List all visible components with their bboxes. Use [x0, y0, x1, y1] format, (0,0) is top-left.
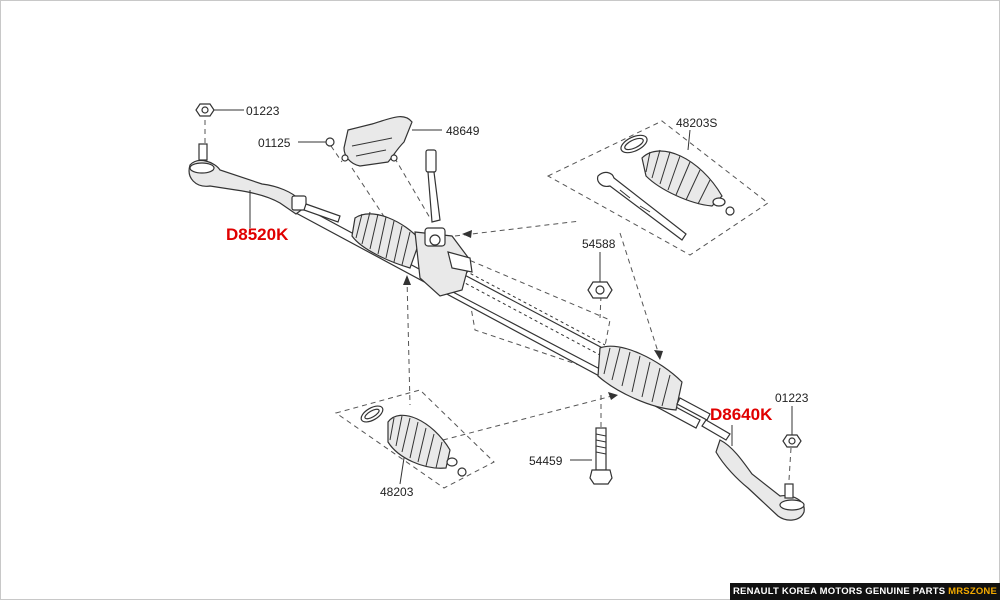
- leader-lines: [214, 109, 793, 485]
- tie-rod-end-right: [701, 419, 805, 521]
- label-screw-small: 01125: [258, 136, 291, 150]
- label-bolt-center: 54459: [529, 454, 563, 468]
- rack-gear-housing: [414, 227, 473, 297]
- label-boot-kit-left: 48203: [380, 485, 414, 499]
- tie-rod-end-left: [188, 143, 341, 223]
- rack-bellows-right: [597, 345, 683, 411]
- boot-kit-right-parts: [597, 134, 735, 241]
- nut-bottom-right: [782, 434, 802, 448]
- projection-lines: [204, 120, 792, 481]
- pinion-input-shaft: [425, 149, 441, 223]
- label-boot-kit-right: 48203S: [676, 116, 717, 130]
- label-heat-shield: 48649: [446, 124, 480, 138]
- footer-brand: MRSZONE: [948, 586, 998, 597]
- bolt-center: [589, 427, 613, 485]
- screw-small: [325, 137, 335, 147]
- arrow-heads: [403, 230, 663, 400]
- label-nut-bottom-right: 01223: [775, 391, 809, 405]
- nut-center: [587, 281, 613, 299]
- nut-top-left: [195, 103, 215, 117]
- boot-kit-right-outline: [546, 120, 769, 256]
- highlight-tie-rod-end-left: D8520K: [226, 225, 289, 244]
- steering-rack-assembly: [295, 149, 711, 429]
- highlight-tie-rod-end-right: D8640K: [710, 405, 773, 424]
- footer-text: RENAULT KOREA MOTORS GENUINE PARTS: [732, 586, 946, 597]
- label-nut-top-left: 01223: [246, 104, 280, 118]
- label-nut-center: 54588: [582, 237, 616, 251]
- boot-kit-left-parts: [360, 405, 467, 477]
- rack-bellows-left: [351, 211, 421, 269]
- watermark-footer: RENAULT KOREA MOTORS GENUINE PARTS MRSZO…: [730, 583, 1000, 600]
- heat-shield: [341, 116, 413, 167]
- boot-kit-left-outline: [334, 389, 495, 489]
